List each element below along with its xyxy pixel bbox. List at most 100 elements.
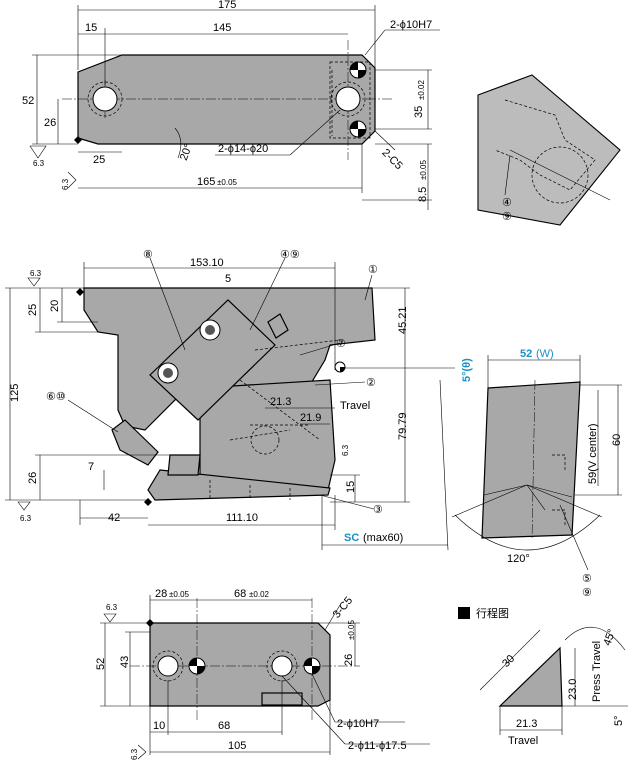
dim-25-side: 25 — [27, 304, 39, 316]
dim-35: 35 — [413, 106, 425, 118]
bottom-bolt-left — [157, 655, 179, 677]
end-part-9: ⑨ — [582, 587, 592, 599]
detail-view: ④ ⑨ — [477, 74, 621, 226]
dim-30-line — [479, 629, 541, 691]
callout-bolt-holes: 2-ϕ14-ϕ20 — [218, 143, 268, 155]
dim-85: 8.5 — [417, 187, 429, 202]
dim-sc-max: (max60) — [363, 532, 403, 544]
dim-105: 105 — [228, 740, 246, 752]
dim-42: 42 — [108, 512, 120, 524]
dim-travel-label: Travel — [340, 400, 370, 412]
svg-text:④⑨: ④⑨ — [280, 249, 300, 261]
svg-text:6.3: 6.3 — [20, 514, 32, 523]
part-label-8: ⑧ — [143, 249, 186, 351]
side-hidden-bottom — [209, 480, 291, 500]
part-label-49: ④⑨ — [249, 249, 300, 331]
stroke-triangle — [498, 646, 563, 707]
bottom-callout-bolt: 2-ϕ11-ϕ17.5 — [348, 740, 407, 752]
dim-120: 120° — [507, 553, 530, 565]
roughness-symbol-1: 6.3 — [29, 145, 47, 168]
dim-sc-ext-right — [439, 379, 449, 551]
svg-text:⑥⑩: ⑥⑩ — [46, 391, 66, 403]
dim-4521: 45.21 — [397, 306, 409, 334]
bottom-dowel-leader — [311, 673, 336, 723]
svg-text:③: ③ — [373, 504, 383, 516]
roughness-symbol-2: 6.3 — [61, 171, 77, 190]
end-centerline — [531, 379, 536, 541]
stroke-diagram: 行程图 30 23.0 Press Travel 45° 5° 21.3 Tra… — [458, 607, 628, 747]
dim-145: 145 — [213, 22, 231, 34]
bottom-bolt-right-cbore — [266, 650, 298, 682]
dim-125: 125 — [9, 384, 21, 402]
detail-block — [477, 74, 621, 226]
side-datum-top — [76, 288, 84, 296]
part-label-7: ⑦ — [299, 338, 346, 356]
datum-marker — [74, 136, 82, 144]
dim-15310: 153.10 — [190, 257, 224, 269]
dim-59: 59(V center) — [587, 423, 599, 484]
svg-text:6.3: 6.3 — [33, 159, 45, 168]
dim-68: 68 — [234, 588, 246, 600]
svg-text:①: ① — [368, 264, 378, 276]
dim-20deg: 20° — [178, 142, 195, 162]
svg-text:6.3: 6.3 — [30, 269, 42, 278]
svg-text:6.3: 6.3 — [61, 178, 70, 190]
bottom-view: 28 ±0.05 68 ±0.02 3-C5 52 43 26 ±0.05 10… — [95, 588, 430, 760]
dim-45-arc — [564, 626, 626, 651]
part-label-610: ⑥⑩ — [46, 391, 119, 433]
dim-11110: 111.10 — [226, 512, 258, 524]
dim-213-travel: 21.3 — [516, 718, 537, 730]
side-driver — [147, 469, 331, 501]
bolt-hole-left-cbore — [87, 81, 123, 117]
dim-10: 10 — [153, 720, 165, 732]
part-label-1: ① — [364, 264, 378, 301]
dim-25: 25 — [93, 154, 105, 166]
side-sensor-mark — [334, 361, 346, 373]
bottom-callout-dowel: 2-ϕ10H7 — [337, 718, 379, 730]
detail-part-9: ⑨ — [502, 211, 512, 223]
detail-leader — [504, 154, 511, 196]
callout-chamfer: 2-C5 — [379, 147, 404, 172]
bottom-roughness-2: 6.3 — [130, 744, 147, 760]
side-datum-bottom — [144, 498, 152, 506]
dim-15: 15 — [85, 22, 97, 34]
dim-theta: 5°(θ) — [461, 358, 473, 382]
dim-3c5: 3-C5 — [331, 595, 356, 621]
detail-part-4: ④ — [502, 197, 512, 209]
bolt-hole-right — [335, 86, 361, 112]
dim-52-bottom: 52 — [95, 658, 107, 670]
dim-sc-label: SC — [344, 532, 359, 544]
dowel-hole-top — [349, 61, 367, 79]
side-hidden-lines — [229, 339, 341, 441]
dim-43: 43 — [119, 656, 131, 668]
dim-60: 60 — [611, 434, 623, 446]
dim-120-arc — [454, 514, 601, 551]
end-hidden — [552, 454, 566, 525]
dim-15-side: 15 — [345, 481, 357, 493]
dim-press-value: 23.0 — [567, 679, 579, 700]
svg-text:6.3: 6.3 — [130, 748, 139, 760]
side-holder — [149, 299, 276, 421]
part-label-3: ③ — [319, 494, 383, 516]
dim-35-tol: ±0.02 — [417, 79, 426, 100]
dim-20-side: 20 — [49, 300, 61, 312]
dim-45: 45° — [601, 628, 618, 648]
end-part-5: ⑤ — [582, 573, 592, 585]
dim-52w: 52 — [520, 348, 532, 360]
callout-dowel-leader — [364, 29, 386, 56]
dim-20deg-arc — [174, 127, 182, 159]
svg-text:⑦: ⑦ — [336, 338, 346, 350]
side-guide — [167, 454, 201, 476]
top-view: 175 145 15 52 26 25 20° 165 ±0.05 35 ±0.… — [22, 0, 440, 210]
dim-219: 21.9 — [300, 412, 321, 424]
side-rod — [267, 313, 289, 339]
dim-68-tol: ±0.02 — [249, 590, 270, 599]
end-view: 52 (W) 60 59(V center) 120° ⑤ ⑨ — [451, 348, 623, 599]
dim-28-tol: ±0.05 — [169, 590, 190, 599]
end-block — [481, 381, 581, 539]
side-view: 153.10 5 125 25 20 26 7 42 111.10 45.21 … — [5, 249, 473, 551]
bottom-bolt-right — [271, 655, 293, 677]
bottom-dowel-right — [303, 657, 321, 675]
bottom-bolt-leader — [281, 675, 346, 745]
end-v-line — [526, 484, 546, 511]
